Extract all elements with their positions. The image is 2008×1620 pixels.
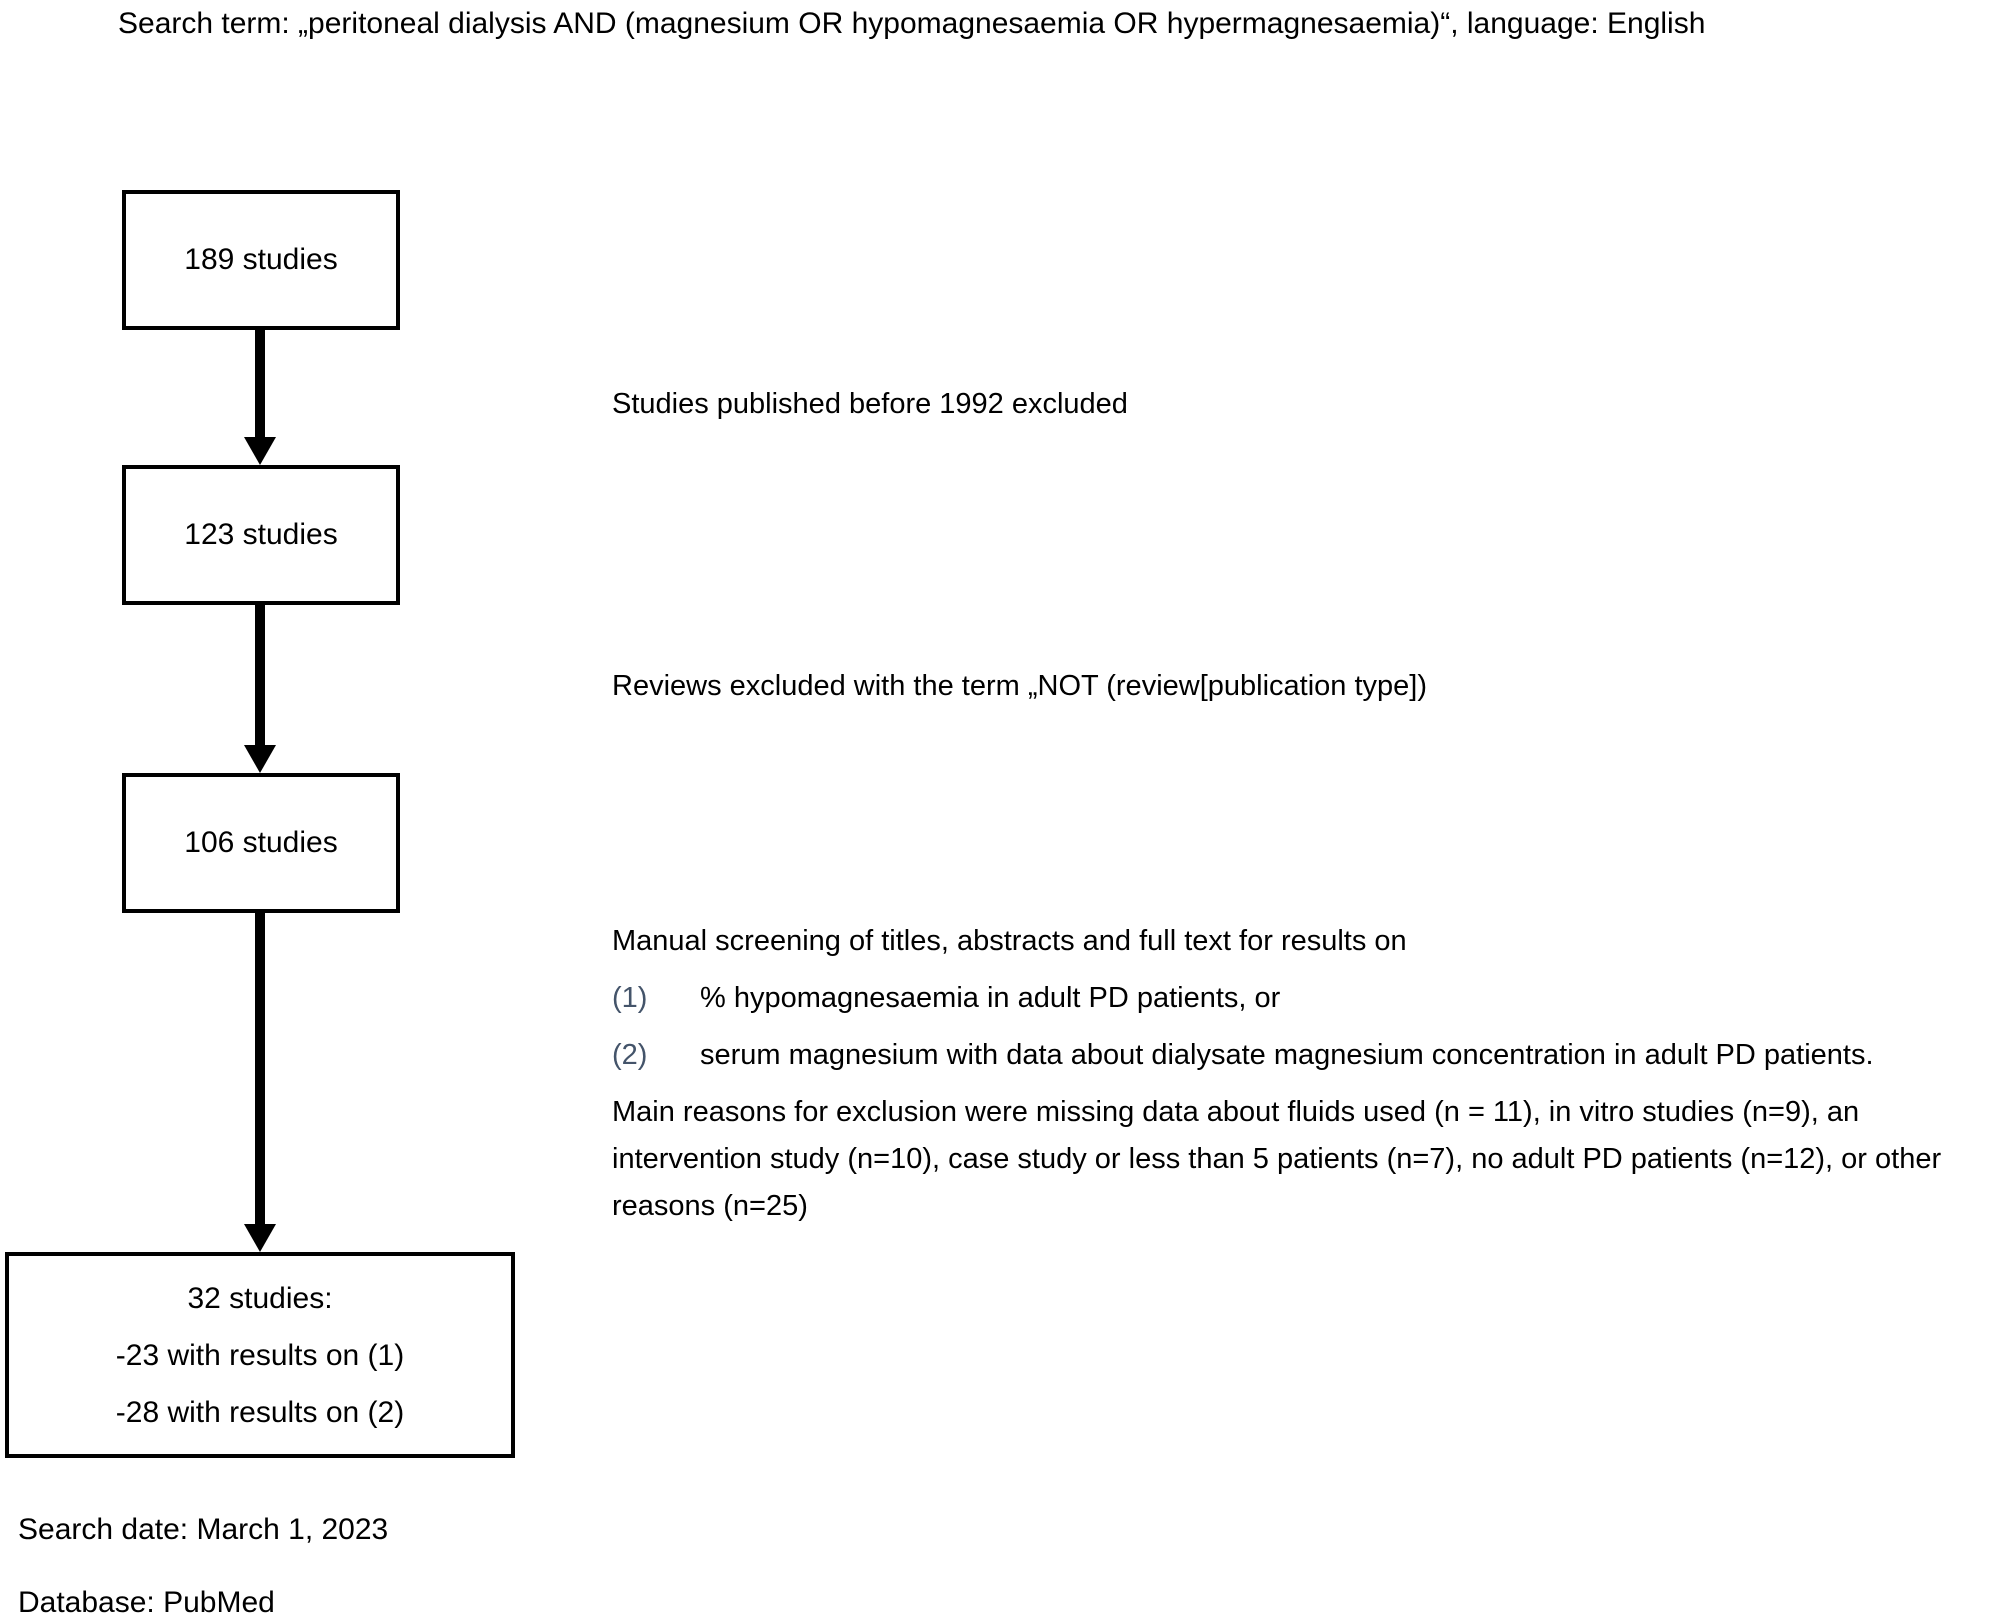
flow-box-after-review-filter: 106 studies xyxy=(122,773,400,913)
criterion-2-text: serum magnesium with data about dialysat… xyxy=(700,1039,1874,1071)
flow-box-initial-label: 189 studies xyxy=(184,243,338,276)
flow-box-after-year-filter: 123 studies xyxy=(122,465,400,605)
flow-arrow-3 xyxy=(244,913,276,1252)
annotation-step2: Reviews excluded with the term „NOT (rev… xyxy=(612,670,1428,702)
criterion-1-text: % hypomagnesaemia in adult PD patients, … xyxy=(700,982,1281,1014)
flow-arrow-1 xyxy=(244,330,276,465)
arrow-stem xyxy=(255,913,265,1226)
flow-box-after-review-filter-label: 106 studies xyxy=(184,826,338,859)
annotation-step3: Manual screening of titles, abstracts an… xyxy=(612,918,2008,1230)
flow-box-after-year-filter-label: 123 studies xyxy=(184,518,338,551)
criterion-1-marker: (1) xyxy=(612,982,648,1014)
arrow-head-down-icon xyxy=(244,1224,276,1252)
flow-box-final-line-1: 32 studies: xyxy=(187,1281,333,1315)
flow-box-final-line-3: -28 with results on (2) xyxy=(115,1395,405,1429)
arrow-head-down-icon xyxy=(244,745,276,773)
database-text: Database: PubMed xyxy=(18,1586,275,1619)
arrow-stem xyxy=(255,330,265,439)
arrow-head-down-icon xyxy=(244,437,276,465)
criterion-2: (2) serum magnesium with data about dial… xyxy=(612,1032,2008,1079)
criterion-2-marker: (2) xyxy=(612,1039,648,1071)
arrow-stem xyxy=(255,605,265,747)
criterion-1: (1) % hypomagnesaemia in adult PD patien… xyxy=(612,975,2008,1022)
exclusion-reasons-text: Main reasons for exclusion were missing … xyxy=(612,1096,1942,1222)
flow-arrow-2 xyxy=(244,605,276,773)
flow-box-initial: 189 studies xyxy=(122,190,400,330)
flow-box-final: 32 studies: -23 with results on (1) -28 … xyxy=(5,1252,515,1458)
manual-screening-intro: Manual screening of titles, abstracts an… xyxy=(612,925,1407,957)
search-date-text: Search date: March 1, 2023 xyxy=(18,1513,389,1546)
flow-box-final-line-2: -23 with results on (1) xyxy=(115,1338,405,1372)
annotation-step1: Studies published before 1992 excluded xyxy=(612,388,1128,420)
search-term-title: Search term: „peritoneal dialysis AND (m… xyxy=(118,7,1706,40)
